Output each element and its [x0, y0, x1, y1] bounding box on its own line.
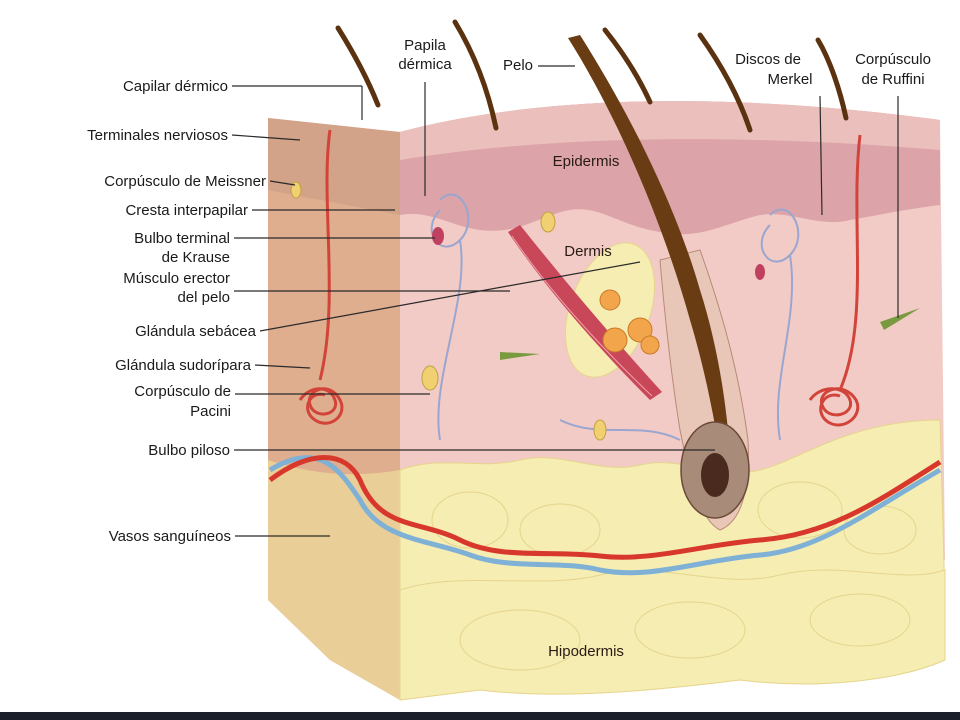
label-papila-1: Papila: [404, 37, 446, 54]
label-musculo-erector-2: del pelo: [177, 289, 230, 306]
label-merkel-2: Merkel: [767, 71, 812, 88]
label-bulbo-piloso: Bulbo piloso: [148, 442, 230, 459]
label-glandula-sudoripara: Glándula sudorípara: [115, 357, 252, 374]
label-musculo-erector-1: Músculo erector: [123, 270, 230, 287]
label-epidermis: Epidermis: [553, 153, 620, 170]
hair-shaft: [568, 35, 728, 430]
label-bulbo-krause-2: de Krause: [162, 249, 230, 266]
nerve-fibers: [430, 193, 800, 441]
label-capilar-dermico: Capilar dérmico: [123, 78, 228, 95]
label-hipodermis: Hipodermis: [548, 643, 624, 660]
label-ruffini-1: Corpúsculo: [855, 51, 931, 68]
label-papila-2: dérmica: [398, 56, 452, 73]
erector-muscle: [508, 225, 662, 400]
vein: [268, 455, 942, 576]
label-pacini-2: Pacini: [190, 403, 231, 420]
label-dermis: Dermis: [564, 243, 612, 260]
label-pacini-1: Corpúsculo de: [134, 383, 231, 400]
label-corpusculo-meissner: Corpúsculo de Meissner: [104, 173, 266, 190]
label-terminales-nerviosos: Terminales nerviosos: [87, 127, 228, 144]
sweat-glands: [298, 129, 862, 427]
label-cresta-interpapilar: Cresta interpapilar: [125, 202, 248, 219]
label-bulbo-krause-1: Bulbo terminal: [134, 230, 230, 247]
bottom-border-bar: [0, 712, 960, 720]
label-glandula-sebacea: Glándula sebácea: [135, 323, 257, 340]
hairs: [335, 19, 849, 133]
labels: Capilar dérmico Terminales nerviosos Cor…: [87, 37, 931, 660]
label-merkel-1: Discos de: [735, 51, 801, 68]
artery: [268, 455, 942, 560]
skin-block: [268, 19, 946, 701]
label-pelo: Pelo: [503, 57, 533, 74]
label-ruffini-2: de Ruffini: [861, 71, 924, 88]
label-vasos-sanguineos: Vasos sanguíneos: [109, 528, 231, 545]
leader-lines: [231, 65, 899, 537]
sebaceous-gland: [599, 289, 660, 355]
